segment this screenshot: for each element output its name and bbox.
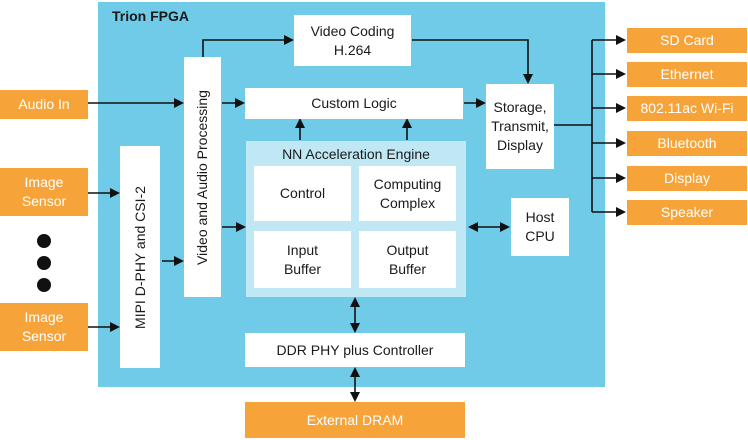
host-cpu-label: Host CPU <box>525 209 555 244</box>
video-audio-processing-label: Video and Audio Processing <box>194 89 210 265</box>
control-label: Control <box>279 185 326 201</box>
audio-in-label: Audio In <box>18 96 70 112</box>
video-audio-processing-block: Video and Audio Processing <box>184 57 221 297</box>
image-sensor-bottom-label: Image Sensor <box>21 309 67 344</box>
output-label: Speaker <box>660 204 714 220</box>
output-buffer-label: Output Buffer <box>386 241 429 277</box>
output-wifi: 802.11ac Wi-Fi <box>627 96 747 121</box>
image-sensor-bottom-box: Image Sensor <box>0 303 88 351</box>
mipi-label: MIPI D-PHY and CSI-2 <box>131 185 148 329</box>
ddr-phy-controller-block: DDR PHY plus Controller <box>245 333 465 367</box>
external-dram-box: External DRAM <box>245 402 465 438</box>
ddr-phy-controller-label: DDR PHY plus Controller <box>276 341 434 358</box>
ellipsis-dot <box>37 278 51 292</box>
output-label: Display <box>664 170 710 186</box>
custom-logic-block: Custom Logic <box>245 88 463 119</box>
output-buffer-block: Output Buffer <box>359 231 456 288</box>
computing-complex-block: Computing Complex <box>359 166 456 221</box>
ellipsis-dot <box>37 234 51 248</box>
image-sensor-top-label: Image Sensor <box>21 174 67 209</box>
computing-complex-label: Computing Complex <box>373 175 442 211</box>
output-bluetooth: Bluetooth <box>627 131 747 156</box>
output-label: Bluetooth <box>657 135 717 151</box>
output-sd-card: SD Card <box>627 28 747 53</box>
image-sensor-top-box: Image Sensor <box>0 168 88 216</box>
output-label: Ethernet <box>660 66 714 82</box>
storage-transmit-display-label: Storage, Transmit, Display <box>491 99 549 153</box>
output-speaker: Speaker <box>627 200 747 225</box>
audio-in-box: Audio In <box>0 90 88 119</box>
mipi-block: MIPI D-PHY and CSI-2 <box>120 146 160 368</box>
custom-logic-label: Custom Logic <box>311 95 397 111</box>
ellipsis-dot <box>37 256 51 270</box>
video-coding-label: Video Coding H.264 <box>310 22 395 58</box>
control-block: Control <box>254 166 351 221</box>
storage-transmit-display-block: Storage, Transmit, Display <box>486 84 554 169</box>
output-label: 802.11ac Wi-Fi <box>640 100 734 116</box>
output-label: SD Card <box>660 32 714 48</box>
fpga-title: Trion FPGA <box>112 8 189 24</box>
video-coding-block: Video Coding H.264 <box>294 15 411 66</box>
input-buffer-block: Input Buffer <box>254 231 351 288</box>
nn-acceleration-title: NN Acceleration Engine <box>282 146 430 162</box>
output-ethernet: Ethernet <box>627 62 747 87</box>
output-display: Display <box>627 166 747 191</box>
host-cpu-block: Host CPU <box>511 198 569 256</box>
input-buffer-label: Input Buffer <box>283 241 322 277</box>
external-dram-label: External DRAM <box>306 411 404 428</box>
